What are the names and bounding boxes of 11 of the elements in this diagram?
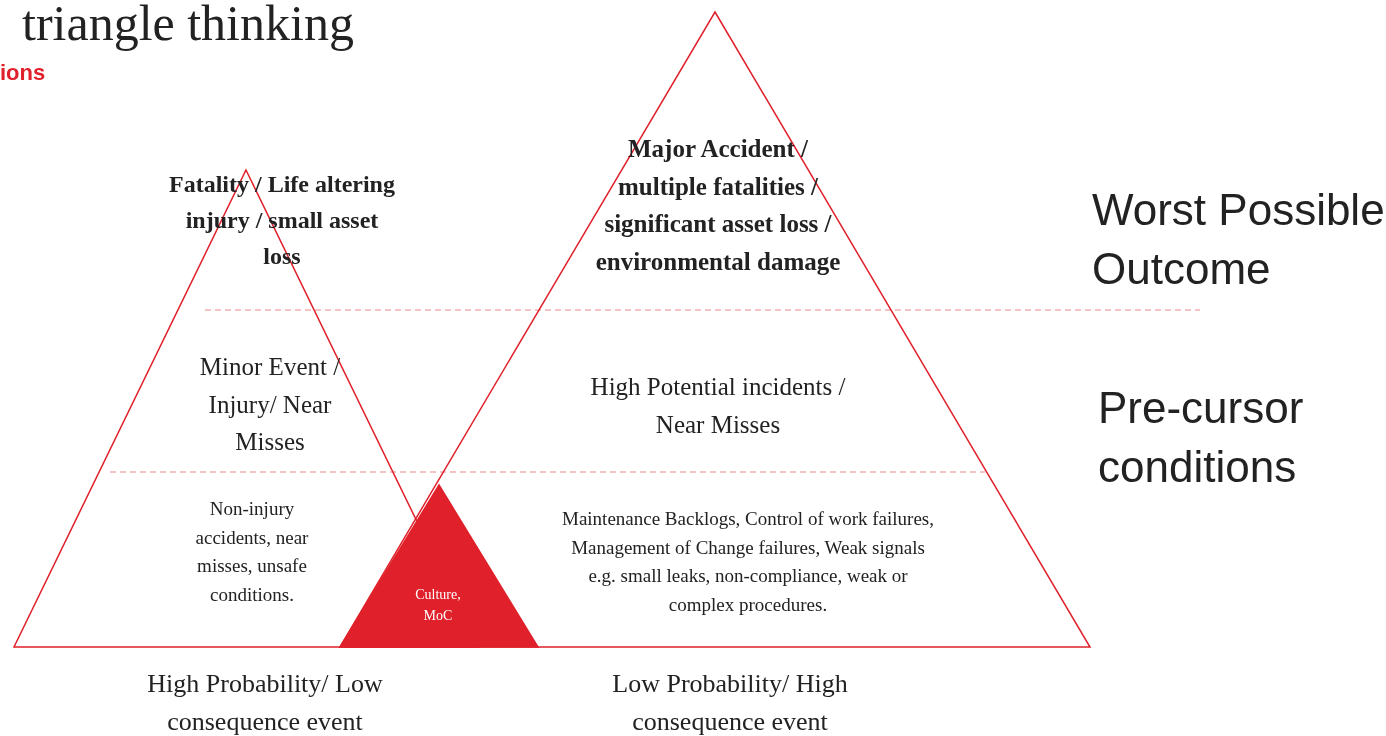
- triangle-text: Culture, MoC: [414, 586, 462, 625]
- slide-title: triangle thinking: [22, 0, 354, 51]
- level-text: Non-injury accidents, near misses, unsafe conditions.: [194, 497, 310, 607]
- level-text: High Potential incidents / Near Misses: [589, 372, 847, 440]
- level-text: Minor Event / Injury/ Near Misses: [198, 352, 342, 457]
- subtitle-text: ions: [0, 60, 46, 86]
- caption-text: Low Probability/ High consequence event: [611, 668, 849, 736]
- level-text: Maintenance Backlogs, Control of work failures, Management of Change failures, Weak signals e.g. small leaks, non-compliance, weak or complex procedures.: [562, 507, 934, 617]
- caption-text: High Probability/ Low consequence event: [146, 668, 384, 736]
- row-label: Pre-cursor conditions: [1098, 382, 1305, 494]
- row-label: Worst Possible Outcome: [1092, 184, 1386, 296]
